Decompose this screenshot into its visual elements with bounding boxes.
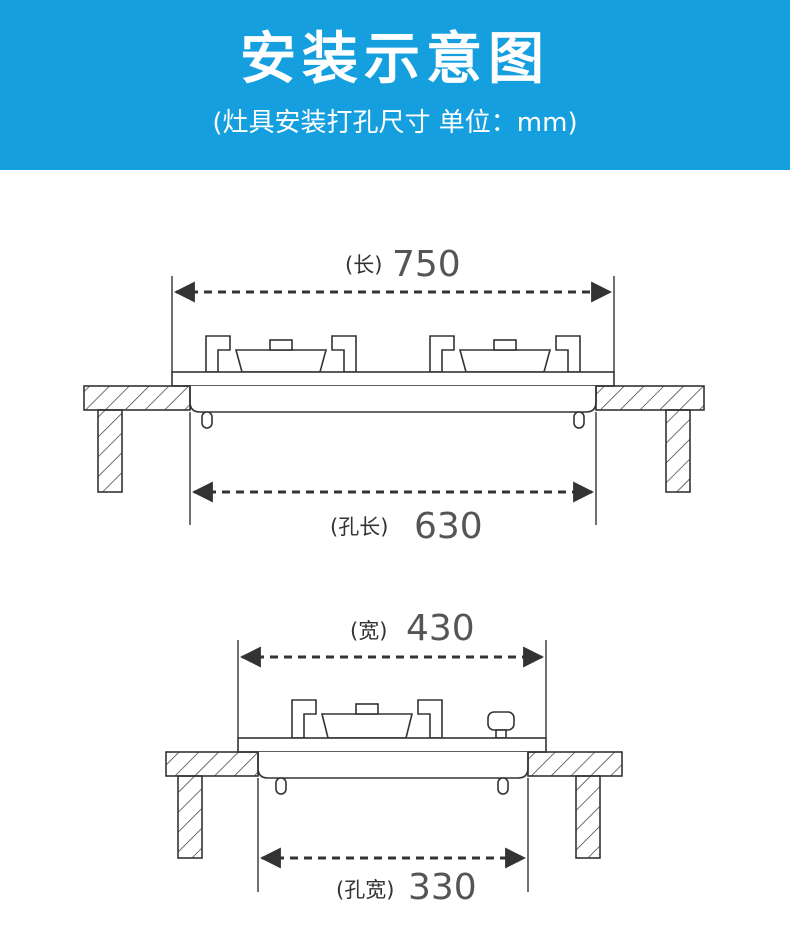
countertop-side-right <box>527 751 623 777</box>
width-value: 430 <box>406 608 475 649</box>
length-label: (长) <box>345 253 382 277</box>
cabinet-leg-right <box>665 409 691 493</box>
burner-left <box>205 335 357 373</box>
burner-side <box>291 699 443 739</box>
stove-foot-side-left <box>275 777 287 795</box>
cabinet-side-leg-left <box>177 775 203 859</box>
stove-foot-left <box>201 411 213 429</box>
hole-width-value: 330 <box>408 867 477 908</box>
page-title: 安装示意图 <box>240 27 550 92</box>
knob <box>487 711 515 739</box>
width-diagram: (宽) 430 (孔宽) 330 <box>165 608 623 908</box>
length-diagram: (长) 750 <box>83 244 705 547</box>
cabinet-side-leg-right <box>575 775 601 859</box>
page-subtitle: (灶具安装打孔尺寸 单位：mm) <box>212 108 578 138</box>
hole-length-label: (孔长) <box>330 515 388 539</box>
hole-length-value: 630 <box>414 506 483 547</box>
countertop-left <box>83 385 191 411</box>
burner-right <box>429 335 581 373</box>
stove-panel-side <box>237 737 547 753</box>
stove-foot-right <box>573 411 585 429</box>
stove-foot-side-right <box>497 777 509 795</box>
width-label: (宽) <box>350 619 387 643</box>
countertop-side-left <box>165 751 259 777</box>
stove-body-top <box>189 386 597 413</box>
header-banner: 安装示意图 (灶具安装打孔尺寸 单位：mm) <box>0 0 790 170</box>
length-value: 750 <box>392 244 461 285</box>
countertop-right <box>595 385 705 411</box>
cabinet-leg-left <box>97 409 123 493</box>
stove-panel-top <box>171 371 615 387</box>
hole-width-label: (孔宽) <box>336 878 394 902</box>
stove-body-side <box>257 752 529 779</box>
